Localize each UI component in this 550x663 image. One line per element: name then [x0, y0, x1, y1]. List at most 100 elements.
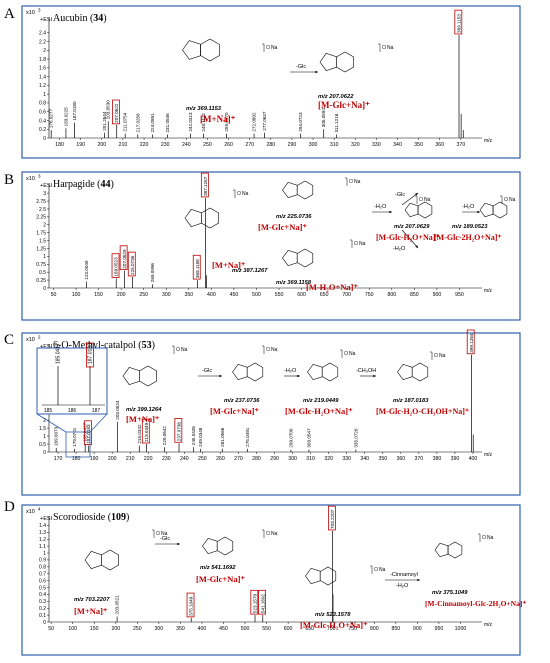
- peak-label-box: [127, 251, 136, 277]
- x-tick-label: 350: [378, 456, 387, 462]
- peak-label: 225.0736: [130, 255, 135, 275]
- x-tick-label: 200: [111, 626, 120, 632]
- methylcatalpol-mz-399: m/z 399.1264: [126, 407, 162, 413]
- structure-harpagide-dehydrated: [282, 248, 314, 268]
- scorodioside-mz-703: m/z 703.2207: [74, 597, 110, 603]
- arrow-glc-label: -Glc: [296, 64, 306, 70]
- charge-circle: [482, 535, 487, 540]
- y-tick-label: 0.1: [39, 613, 46, 619]
- x-tick-label: 750: [365, 292, 374, 298]
- bracket: [262, 43, 265, 52]
- x-tick-label: 330: [342, 456, 351, 462]
- y-tick-label: 1.2: [39, 537, 46, 543]
- y-scale-label: x10: [26, 509, 35, 515]
- peak-label-box: [192, 254, 201, 280]
- x-tick-label: 260: [224, 142, 233, 148]
- ring-bond: [307, 363, 323, 381]
- inset-frame: [36, 347, 108, 415]
- peak-label: 231.0546: [165, 113, 170, 133]
- x-tick-label: 100: [68, 626, 77, 632]
- bracket: [415, 195, 418, 204]
- na-label: Na: [487, 535, 494, 541]
- x-tick-label: 340: [360, 456, 369, 462]
- x-tick-label: 270: [234, 456, 243, 462]
- charge-circle: [236, 190, 241, 195]
- ring-bond: [321, 362, 339, 382]
- x-tick-label: 290: [270, 456, 279, 462]
- x-tick-label: 220: [140, 142, 149, 148]
- peak-label: 203.0524: [115, 400, 120, 420]
- arrow-c-ch3oh-label: -CH₃OH: [356, 368, 376, 374]
- structure-aucubin: [182, 38, 220, 62]
- methylcatalpol-m-glc-na: [M-Glc+Na]⁺: [210, 406, 259, 416]
- x-tick-label: 270: [245, 142, 254, 148]
- x-tick-label: 150: [90, 626, 99, 632]
- x-tick-label: 310: [306, 456, 315, 462]
- compound-title: Harpagide (44): [53, 179, 114, 190]
- charge-circle: [434, 353, 439, 358]
- bracket: [262, 345, 265, 354]
- methylcatalpol-mz-187: m/z 187.0183: [393, 398, 429, 404]
- panel-letter: A: [4, 6, 15, 22]
- x-tick-label: 280: [266, 142, 275, 148]
- y-tick-label: 0.6: [39, 109, 46, 115]
- bracket: [478, 533, 481, 542]
- ring-bond: [201, 207, 219, 229]
- x-tick-label: 220: [144, 456, 153, 462]
- ring-bond: [184, 209, 202, 227]
- x-tick-label: 170: [54, 456, 63, 462]
- peak-label: 541.1692: [260, 593, 265, 613]
- panel-frame: [21, 332, 521, 496]
- x-tick-label: 190: [76, 142, 85, 148]
- peak-label: 203.0530: [106, 100, 111, 120]
- bracket: [340, 349, 343, 358]
- peak-label: 242.0313: [188, 112, 193, 132]
- harpagide-mz-189: m/z 189.0523: [452, 224, 488, 230]
- arrow-head: [219, 374, 222, 378]
- peak-label: 269.0996: [150, 263, 155, 283]
- ring-bond: [411, 362, 429, 382]
- ring-bond: [232, 363, 248, 381]
- peak-label-box: [327, 505, 336, 531]
- aucubin-m-na: [M+Na]⁺: [200, 114, 236, 124]
- ion-mode-label: +ESI: [40, 344, 53, 350]
- na-adduct-bracket: Na: [172, 345, 188, 354]
- y-scale-exponent: 3: [38, 174, 41, 179]
- arrow-b-glc-label: -Glc: [395, 192, 405, 198]
- peak-label: 311.1216: [334, 113, 339, 132]
- compound-name: Harpagide (: [53, 179, 101, 190]
- bracket: [152, 529, 155, 538]
- x-tick-label: 200: [108, 456, 117, 462]
- structure-scorodioside-541: [202, 536, 234, 556]
- peak-label: 272.0892: [252, 112, 257, 132]
- y-tick-label: 0.75: [36, 262, 46, 268]
- ion-mode-label: +ESI: [40, 183, 53, 189]
- x-tick-label: 950: [435, 626, 444, 632]
- harpagide-m-glc-na: [M-Glc+Na]⁺: [258, 222, 307, 232]
- inset-tick-label: 186: [68, 408, 77, 414]
- peak-label: 201.2644: [102, 111, 107, 131]
- y-scale-exponent: 2: [38, 335, 41, 340]
- x-tick-label: 400: [469, 456, 478, 462]
- na-adduct-bracket: Na: [378, 43, 394, 52]
- peak-label: 176.0277: [49, 109, 54, 129]
- ring-bond: [404, 202, 419, 218]
- y-scale-label: x10: [26, 176, 35, 182]
- ring-bond: [282, 249, 298, 267]
- x-tick-label: 550: [262, 626, 271, 632]
- ring-bond: [282, 181, 298, 199]
- methylcatalpol-m-glc-h2o-na: [M-Glc-H₂O+Na]⁺: [285, 406, 353, 416]
- peak-label: 375.1049: [189, 596, 194, 616]
- ring-bond: [417, 201, 433, 219]
- ring-bond: [216, 536, 234, 556]
- compound-title: 6-O-Methyl-catalpol (53): [53, 340, 155, 351]
- compound-id: 109: [111, 512, 126, 523]
- y-scale-exponent: 3: [38, 8, 41, 13]
- compound-title: Aucubin (34): [53, 13, 107, 24]
- x-tick-label: 300: [309, 142, 318, 148]
- peak-label: 211.0754: [123, 112, 128, 131]
- structure-harpagide: [184, 207, 219, 229]
- peak-label-box: [119, 245, 128, 271]
- ring-bond: [202, 537, 218, 555]
